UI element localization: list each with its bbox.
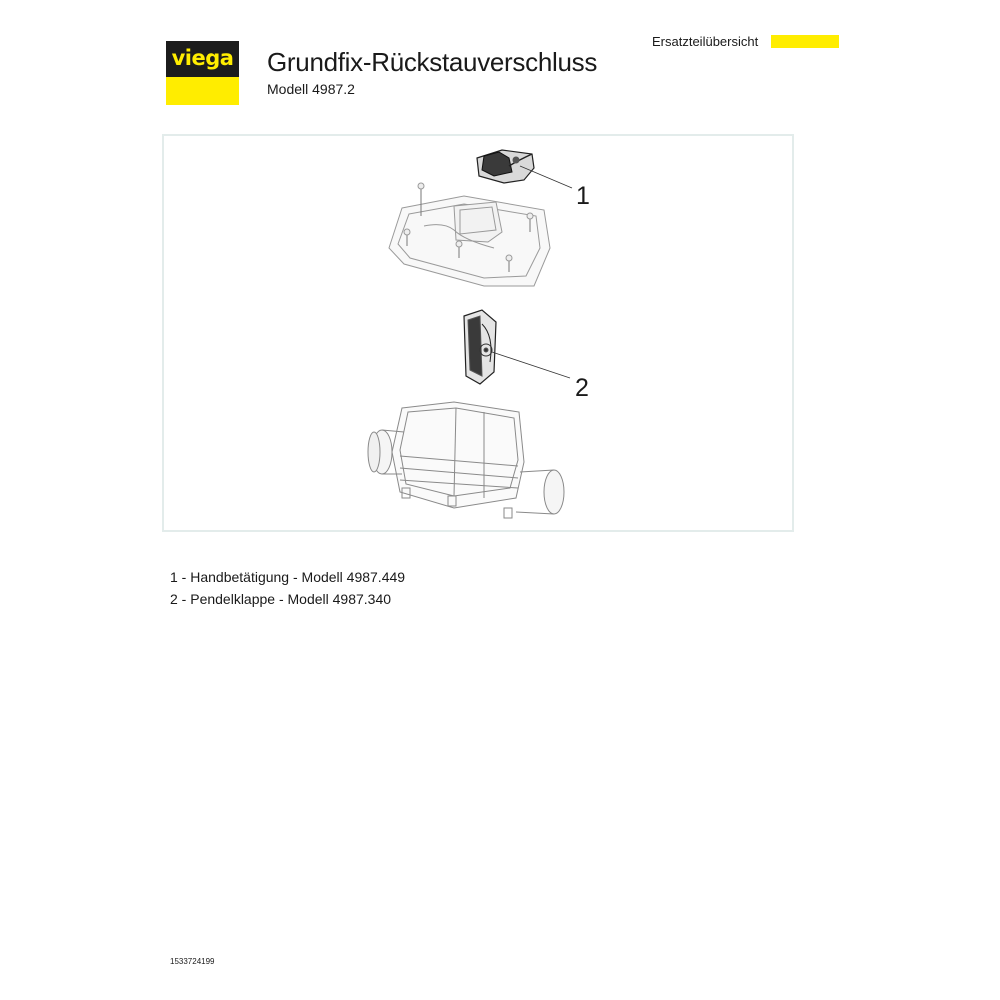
callout-leader-1: [519, 165, 573, 189]
document-type-marker: [771, 35, 839, 48]
cover-plate-illustration: [388, 182, 551, 287]
pendelklappe-part-illustration: [463, 309, 497, 385]
document-number: 1533724199: [170, 957, 215, 966]
parts-list-item: 1 - Handbetätigung - Modell 4987.449: [170, 569, 406, 585]
model-subtitle: Modell 4987.2: [267, 81, 355, 97]
exploded-view-drawing: 1 2: [162, 134, 794, 532]
parts-list-item: 2 - Pendelklappe - Modell 4987.340: [170, 591, 392, 607]
callout-number-1: 1: [576, 182, 590, 210]
logo-yellow-block: [166, 77, 239, 105]
housing-body-illustration: [367, 401, 565, 519]
page-title: Grundfix-Rückstauverschluss: [267, 47, 598, 77]
viega-logo: viega: [166, 41, 239, 105]
logo-black-block: viega: [166, 41, 239, 77]
logo-text: viega: [171, 46, 234, 70]
callout-number-2: 2: [575, 374, 589, 402]
callout-leader-2: [491, 351, 571, 379]
document-type-label: Ersatzteilübersicht: [652, 34, 759, 49]
parts-list: 1 - Handbetätigung - Modell 4987.449 2 -…: [170, 566, 405, 610]
handbetaetigung-part-illustration: [476, 149, 535, 184]
